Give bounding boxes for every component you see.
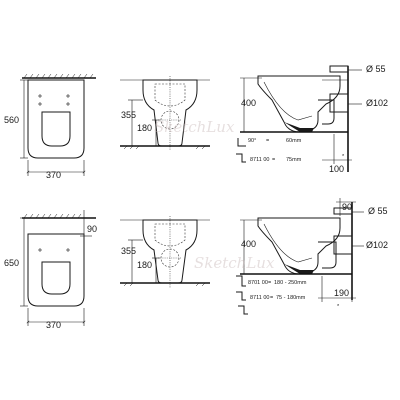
elbow-fitting-icon xyxy=(237,138,246,147)
row2-plan-width-label: 370 xyxy=(46,320,61,330)
connector-fitting-icon xyxy=(236,153,246,163)
svg-text:=: = xyxy=(266,138,269,144)
row2-front-height-label: 355 xyxy=(121,246,136,256)
row1-side-angle-value: 60mm xyxy=(286,138,302,144)
watermark-top: SketchLux xyxy=(154,118,235,136)
row2-side-part2-value: 75 - 180mm xyxy=(276,295,306,301)
row1-side-angle-note: 90° xyxy=(248,138,256,144)
svg-text:*: * xyxy=(342,154,345,160)
row2-side-setback-label: 90 xyxy=(342,202,352,212)
watermark-bottom: SketchLux xyxy=(194,254,275,272)
row2-front-view: 355 180 xyxy=(120,216,210,288)
row2-plan-view: 90 650 370 xyxy=(4,210,97,330)
row2-side-pipe-top-label: Ø 55 xyxy=(368,206,388,216)
row2-side-pipe-bottom-label: Ø102 xyxy=(366,240,388,250)
row2-side-part1-value: 180 - 250mm xyxy=(274,280,307,286)
row1-front-height-label: 355 xyxy=(121,110,136,120)
svg-text:*: * xyxy=(337,304,340,310)
row2-side-part2-note: 8711 00 xyxy=(250,295,269,301)
row1-side-pipe-top-label: Ø 55 xyxy=(366,64,386,74)
row2-plan-setback-label: 90 xyxy=(87,224,97,234)
row1-plan-width-label: 370 xyxy=(46,170,61,180)
row1-front-outlet-label: 180 xyxy=(137,123,152,133)
row1-side-offset-label: 100 xyxy=(329,164,344,174)
connector-fitting-icon-2 xyxy=(236,291,246,301)
row1-side-pipe-bottom-label: Ø102 xyxy=(366,98,388,108)
row1-side-part-value: 75mm xyxy=(286,157,302,163)
row2-front-outlet-label: 180 xyxy=(137,260,152,270)
bend-fitting-icon xyxy=(238,305,248,315)
row1-plan-view: 560 370 xyxy=(4,73,96,180)
row2-plan-depth-label: 650 xyxy=(4,258,19,268)
row1-side-height-label: 400 xyxy=(241,98,256,108)
row1-plan-depth-label: 560 xyxy=(4,115,19,125)
svg-text:=: = xyxy=(272,157,275,163)
extension-fitting-icon xyxy=(236,275,246,287)
row2-side-offset-label: 190 xyxy=(334,288,349,298)
svg-text:=: = xyxy=(270,295,273,301)
row1-side-part-note: 8711 00 xyxy=(250,157,269,163)
svg-text:=: = xyxy=(268,280,271,286)
row2-side-view: 90 Ø 55 Ø102 400 190 * 8701 00 = 180 - 2… xyxy=(236,198,388,315)
row2-side-height-label: 400 xyxy=(241,239,256,249)
row1-side-view: Ø 55 Ø102 400 100 * 90° = 60mm 8711 00 =… xyxy=(236,64,388,174)
row1-front-view: 355 180 xyxy=(120,76,210,150)
row2-side-part1-note: 8701 00 xyxy=(248,280,268,286)
